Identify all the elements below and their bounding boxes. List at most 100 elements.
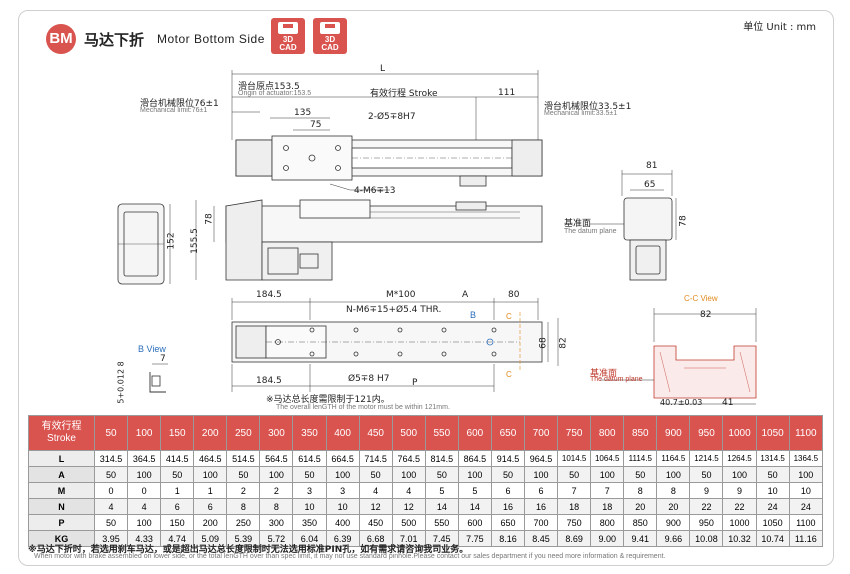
table-cell: 800 <box>590 514 625 531</box>
pin-holes-label: 2-Ø5∓8H7 <box>368 112 416 122</box>
b-view-dim-tol: 5+0.012 8 <box>116 361 126 404</box>
table-cell: 11.16 <box>788 530 824 547</box>
table-cell: 8 <box>226 498 261 515</box>
stroke-header-value: 750 <box>557 415 592 451</box>
cad-download-button-1[interactable]: 3D CAD <box>271 18 305 54</box>
cc-datum-label-en: The datum plane <box>590 376 643 383</box>
table-cell: 4 <box>93 498 129 515</box>
table-cell: 950 <box>689 514 724 531</box>
table-cell: 6.39 <box>325 530 360 547</box>
table-cell: 514.5 <box>226 450 261 467</box>
cc-dim-82: 82 <box>700 310 712 320</box>
dim-155-5: 155.5 <box>189 228 200 254</box>
table-cell: 1050 <box>755 514 790 531</box>
table-cell: 1364.5 <box>788 450 824 467</box>
table-cell: 24 <box>788 498 824 515</box>
table-cell: 1 <box>193 482 228 499</box>
table-cell: 50 <box>226 466 261 483</box>
table-cell: 50 <box>755 466 790 483</box>
section-C-marker-top: C <box>506 312 512 321</box>
dim-82-vertical: 82 <box>558 337 569 349</box>
table-cell: 4 <box>127 498 162 515</box>
table-cell: 100 <box>788 466 824 483</box>
table-cell: 9.00 <box>590 530 625 547</box>
table-cell: 414.5 <box>160 450 195 467</box>
table-cell: 50 <box>358 466 393 483</box>
row-label: M <box>28 482 95 499</box>
table-cell: 1 <box>160 482 195 499</box>
page-title-en: Motor Bottom Side <box>157 32 265 46</box>
table-cell: 50 <box>689 466 724 483</box>
floppy-disk-icon <box>320 22 340 34</box>
cc-dim-41: 41 <box>722 398 734 408</box>
table-cell: 564.5 <box>259 450 294 467</box>
table-cell: 100 <box>127 466 162 483</box>
unit-label: 单位 Unit : mm <box>743 22 816 33</box>
cc-view-title: C-C View <box>684 294 718 303</box>
table-cell: 14 <box>424 498 459 515</box>
table-cell: 6 <box>193 498 228 515</box>
b-view-dim-7: 7 <box>160 354 166 364</box>
table-cell: 100 <box>325 466 360 483</box>
motor-length-note-en: The overall lenGTH of the motor must be … <box>276 404 450 411</box>
table-cell: 100 <box>391 466 426 483</box>
cad-download-button-2[interactable]: 3D CAD <box>313 18 347 54</box>
table-cell: 4.74 <box>160 530 195 547</box>
table-cell: 18 <box>557 498 592 515</box>
stroke-header-en: Stroke <box>47 433 76 444</box>
table-cell: 5 <box>424 482 459 499</box>
table-cell: 7.75 <box>457 530 492 547</box>
mech-limit-right-cn: 滑台机械限位33.5±1 <box>544 102 632 112</box>
table-cell: 22 <box>722 498 757 515</box>
table-cell: 864.5 <box>457 450 492 467</box>
stroke-header-value: 800 <box>590 415 625 451</box>
table-cell: 12 <box>391 498 426 515</box>
table-cell: 10 <box>788 482 824 499</box>
table-cell: 200 <box>193 514 228 531</box>
stroke-header-value: 650 <box>490 415 526 451</box>
m6-holes-label: 4-M6∓13 <box>354 186 396 196</box>
dim-184-5-bottom: 184.5 <box>256 376 282 386</box>
table-cell: 6 <box>160 498 195 515</box>
table-cell: 600 <box>457 514 492 531</box>
table-cell: 1014.5 <box>557 450 592 467</box>
table-cell: 714.5 <box>358 450 393 467</box>
table-cell: 14 <box>457 498 492 515</box>
table-cell: 7 <box>557 482 592 499</box>
table-cell: 10.74 <box>755 530 790 547</box>
footnote-en: When motor with brake assembled on lower… <box>34 553 666 560</box>
table-cell: 50 <box>557 466 592 483</box>
table-cell: 9 <box>722 482 757 499</box>
table-cell: 10 <box>292 498 327 515</box>
table-cell: 3 <box>292 482 327 499</box>
table-cell: 650 <box>490 514 526 531</box>
table-cell: 100 <box>722 466 757 483</box>
footnote-cn: ※马达下折时，若选用刹车马达，或是超出马达总长度限制时无法选用标准PIN孔，如有… <box>28 545 469 555</box>
table-cell: 450 <box>358 514 393 531</box>
table-cell: 4.33 <box>127 530 162 547</box>
table-cell: 20 <box>623 498 658 515</box>
dim-78-right: 78 <box>678 215 689 227</box>
table-cell: 50 <box>160 466 195 483</box>
section-C-marker-bottom: C <box>506 370 512 379</box>
stroke-header-value: 450 <box>358 415 393 451</box>
dim-152: 152 <box>166 232 177 250</box>
b-view-title: B View <box>138 344 166 354</box>
table-cell: 20 <box>656 498 691 515</box>
dim-A: A <box>462 290 469 300</box>
table-cell: 364.5 <box>127 450 162 467</box>
dim-L: L <box>380 64 386 74</box>
table-cell: 18 <box>590 498 625 515</box>
table-cell: 12 <box>358 498 393 515</box>
table-cell: 8.69 <box>557 530 592 547</box>
floppy-disk-icon <box>278 22 298 34</box>
dim-65: 65 <box>644 180 656 190</box>
table-cell: 100 <box>193 466 228 483</box>
stroke-header-cn: 有效行程 <box>41 421 82 432</box>
table-cell: 7.45 <box>424 530 459 547</box>
series-badge: BM <box>46 24 76 54</box>
